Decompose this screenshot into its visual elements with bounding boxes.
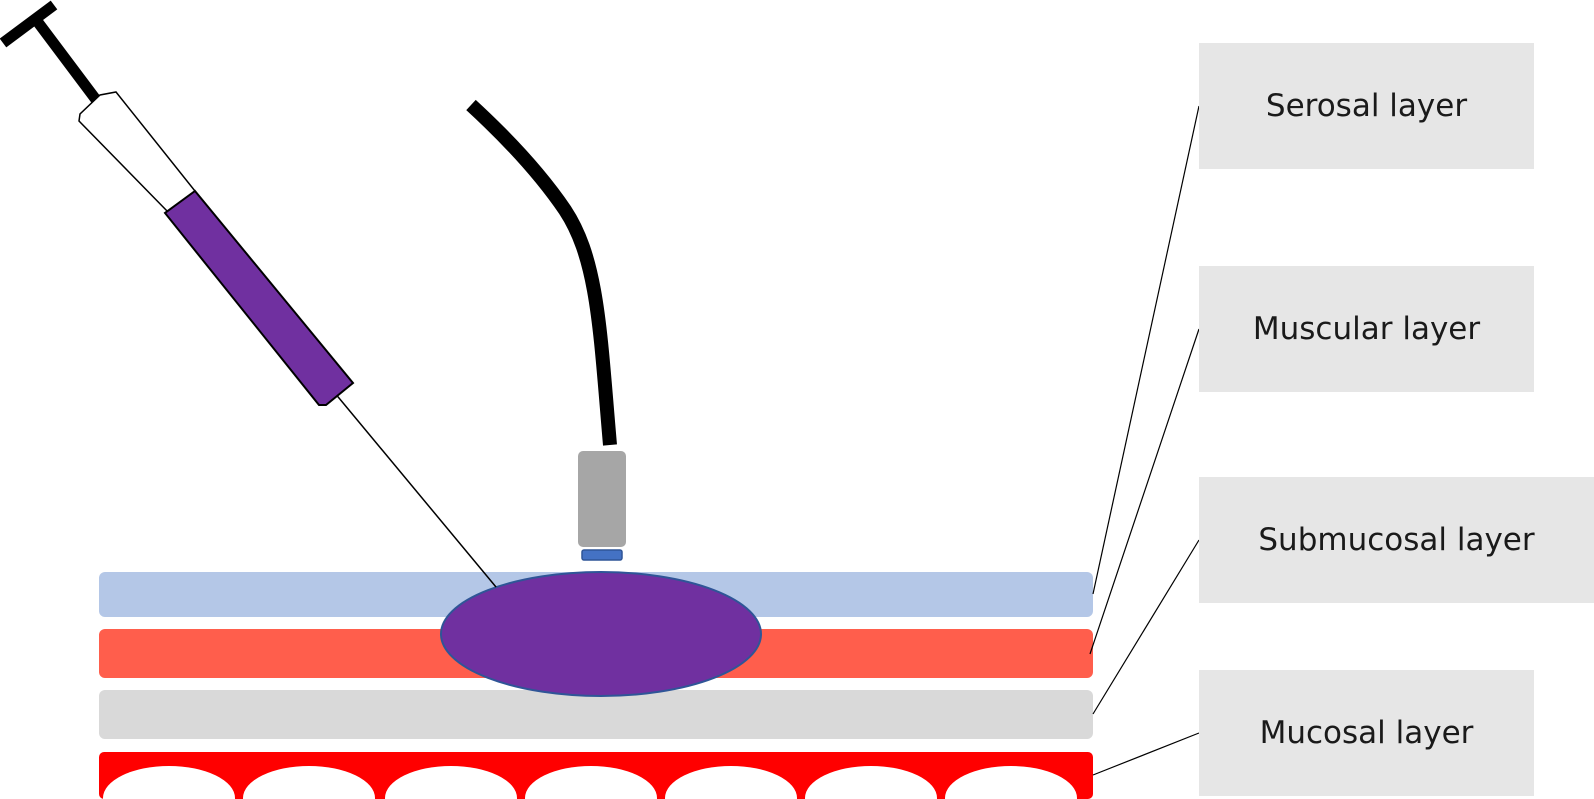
submucosal-leader-line bbox=[1092, 539, 1200, 715]
submucosal-layer-band bbox=[99, 690, 1093, 739]
injection-bleb bbox=[440, 571, 762, 697]
mucosal-layer-band bbox=[99, 752, 1093, 799]
serosal-leader-line bbox=[1092, 105, 1200, 595]
muscular-layer-text: Muscular layer bbox=[1252, 311, 1481, 347]
endoscopic-probe-icon bbox=[466, 99, 626, 561]
serosal-layer-text: Serosal layer bbox=[1265, 88, 1468, 124]
muscular-leader-line bbox=[1089, 328, 1200, 655]
needle bbox=[333, 391, 497, 588]
submucosal-layer-label: Submucosal layer bbox=[1199, 477, 1594, 603]
muscular-layer-label: Muscular layer bbox=[1199, 266, 1534, 392]
mucosal-layer-text: Mucosal layer bbox=[1259, 715, 1474, 751]
submucosal-layer-text: Submucosal layer bbox=[1258, 522, 1535, 558]
mucosal-leader-line bbox=[1092, 732, 1200, 776]
syringe-icon bbox=[0, 0, 355, 406]
mucosal-layer-label: Mucosal layer bbox=[1199, 670, 1534, 796]
serosal-layer-label: Serosal layer bbox=[1199, 43, 1534, 169]
